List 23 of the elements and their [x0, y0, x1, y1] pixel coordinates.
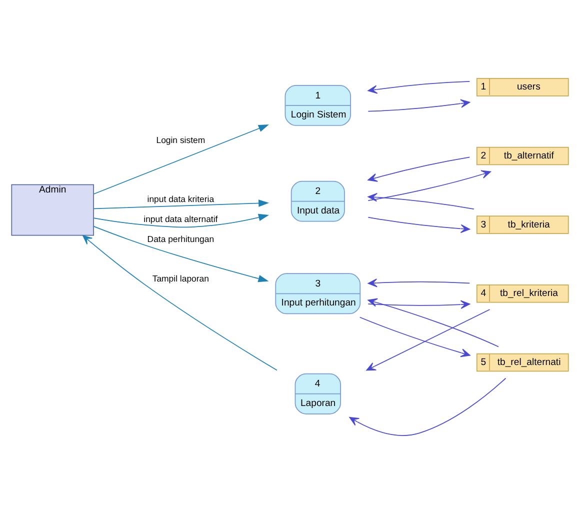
arrow	[82, 235, 278, 371]
arrow	[368, 298, 499, 348]
arrow	[359, 316, 470, 358]
edge-label: input data alternatif	[144, 214, 218, 224]
arrow	[368, 216, 470, 233]
arrow	[368, 81, 470, 94]
arrow	[93, 124, 269, 194]
edge-label: Data perhitungan	[147, 234, 214, 244]
node-box: Admin	[11, 184, 94, 236]
edge-label: Tampil laporan	[152, 273, 209, 284]
arrow	[93, 226, 269, 282]
edge-label: input data kriteria	[147, 194, 214, 204]
arrow	[368, 278, 470, 288]
arrow	[368, 156, 470, 182]
arrow	[93, 200, 270, 210]
arrow	[349, 378, 506, 436]
arrow	[93, 214, 269, 228]
edge-label: Login sistem	[156, 134, 206, 145]
arrow	[368, 300, 470, 309]
arrow	[368, 170, 491, 201]
arrow	[366, 309, 490, 371]
arrow	[368, 99, 470, 112]
arrow	[368, 192, 474, 210]
